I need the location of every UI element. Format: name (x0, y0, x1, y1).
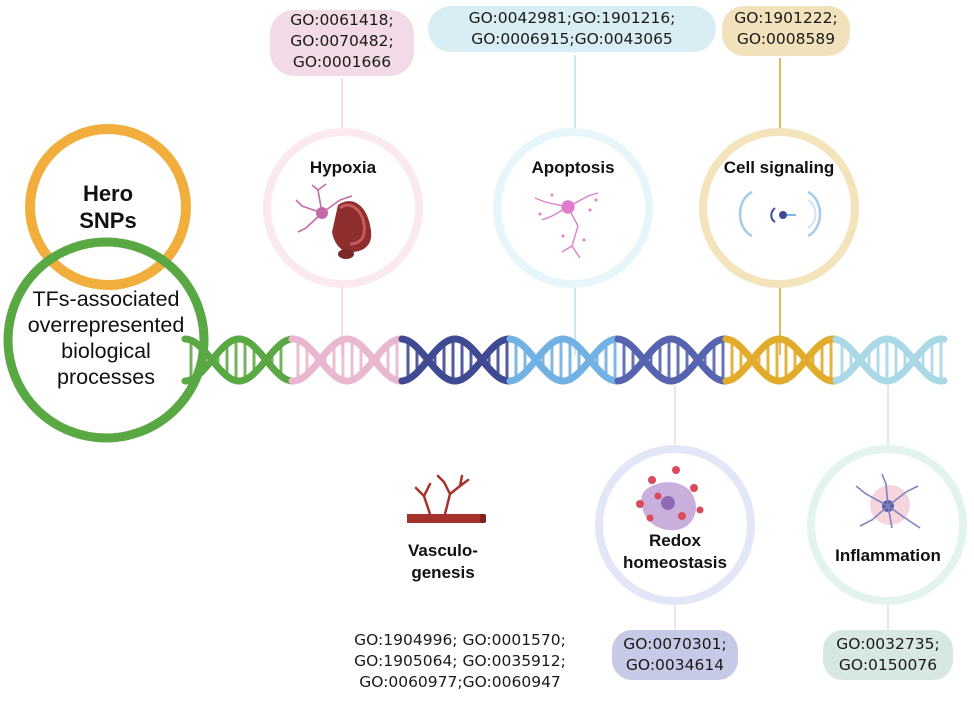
inflammation-go-terms: GO:0032735; GO:0150076 (823, 630, 953, 680)
cell-signaling-circle (699, 128, 859, 288)
apoptosis-go-terms: GO:0042981;GO:1901216; GO:0006915;GO:004… (428, 4, 716, 52)
go-term: GO:0060977;GO:0060947 (359, 673, 561, 691)
go-term: GO:1904996; GO:0001570; (354, 631, 566, 649)
tf-processes-label: TFs-associated overrepresented biologica… (27, 287, 185, 389)
vasculogenesis-go-terms: GO:1904996; GO:0001570; GO:1905064; GO:0… (330, 630, 590, 702)
go-term: GO:0008589 (736, 30, 836, 48)
vasculogenesis-label: Vasculo- genesis (408, 541, 478, 582)
go-term: GO:1901222; (734, 9, 838, 27)
hero-snps-label: Hero SNPs (79, 181, 137, 233)
inflamed-cell-icon (855, 473, 921, 529)
cell-signaling-label: Cell signaling (723, 158, 835, 177)
redox-label: Redox homeostasis (623, 531, 727, 572)
go-term: GO:0034614 (625, 656, 725, 674)
synapse-icon (738, 190, 822, 238)
dna-segment (506, 335, 622, 385)
hypoxia-go-terms: GO:0061418; GO:0070482; GO:0001666 (270, 6, 414, 76)
apoptosis-label: Apoptosis (531, 158, 615, 177)
go-term: GO:0032735; (836, 635, 940, 653)
go-term: GO:0006915;GO:0043065 (471, 30, 673, 48)
dna-strand (288, 335, 406, 385)
dna-helix (181, 335, 948, 385)
dna-strand (288, 335, 406, 385)
go-term: GO:0042981;GO:1901216; (468, 9, 676, 27)
dna-segment (722, 335, 840, 385)
go-term: GO:0001666 (292, 53, 392, 71)
inflammation-label: Inflammation (835, 546, 941, 565)
hypoxia-label: Hypoxia (309, 158, 377, 177)
apoptotic-cell-icon (534, 192, 599, 259)
ros-cell-icon (636, 466, 704, 531)
dna-segment (614, 335, 730, 385)
dna-strand (506, 335, 622, 385)
go-term: GO:0070301; (623, 635, 727, 653)
inflammation-circle (807, 445, 967, 605)
go-term: GO:0150076 (838, 656, 938, 674)
dna-strand (722, 335, 840, 385)
dna-strand (722, 335, 840, 385)
tf-processes-ring (3, 237, 209, 443)
dna-strand (398, 335, 514, 385)
go-term: GO:0070482; (290, 32, 394, 50)
dna-segment (398, 335, 514, 385)
go-term: GO:1905064; GO:0035912; (354, 652, 566, 670)
blood-vessel-icon (407, 474, 486, 523)
dna-strand (614, 335, 730, 385)
dna-strand (398, 335, 514, 385)
redox-go-terms: GO:0070301; GO:0034614 (612, 630, 738, 680)
dna-strand (506, 335, 622, 385)
dna-segment (832, 335, 948, 385)
dna-strand (614, 335, 730, 385)
dna-segment (288, 335, 406, 385)
go-term: GO:0061418; (290, 11, 394, 29)
dna-strand (832, 335, 948, 385)
cell-signaling-go-terms: GO:1901222; GO:0008589 (722, 4, 850, 56)
dna-strand (832, 335, 948, 385)
neuron-vessel-icon (295, 183, 372, 259)
